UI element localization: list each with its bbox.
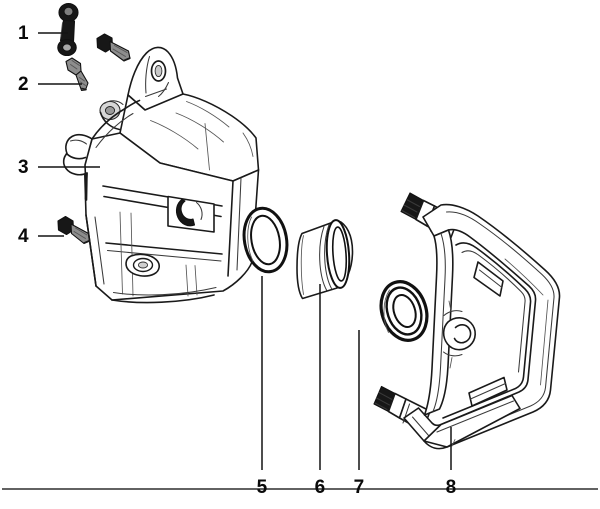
- callout-label-7: 7: [353, 477, 365, 498]
- callout-label-8: 8: [445, 477, 457, 498]
- part-caliper-guide-bolt: [57, 215, 91, 245]
- callout-label-5: 5: [256, 477, 268, 498]
- leader-lines-left: [38, 32, 100, 237]
- part-caliper-housing: [62, 46, 261, 304]
- part-upper-guide-bolt: [96, 33, 131, 62]
- leader-lines-bottom: [261, 276, 452, 470]
- callout-label-3: 3: [18, 157, 29, 178]
- callout-label-1: 1: [18, 23, 29, 44]
- callout-label-6: 6: [314, 477, 326, 498]
- part-bleed-screw: [65, 57, 89, 92]
- part-caliper-carrier-bracket: [373, 192, 561, 450]
- part-piston-dust-boot: [379, 280, 429, 342]
- part-piston-seal-ring: [242, 206, 289, 274]
- callout-label-2: 2: [18, 74, 29, 95]
- callout-label-4: 4: [18, 226, 29, 247]
- bracket-center-boss: [442, 300, 476, 369]
- part-bleed-screw-cap: [57, 2, 79, 57]
- part-caliper-piston: [296, 219, 354, 300]
